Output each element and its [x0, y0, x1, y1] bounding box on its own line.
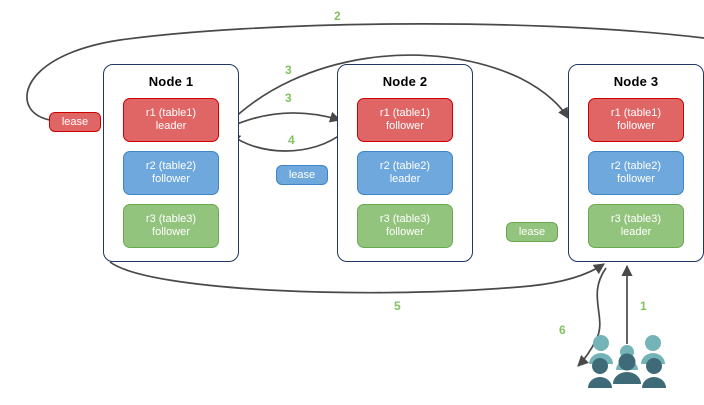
- replica-node2-r1[interactable]: r1 (table1) follower: [357, 98, 453, 142]
- replica-node1-r3[interactable]: r3 (table3) follower: [123, 204, 219, 248]
- replica-name: r3 (table3): [145, 212, 197, 225]
- step-label-3-node2: 3: [285, 91, 292, 105]
- replica-name: r2 (table2): [145, 159, 197, 172]
- replica-node1-r1[interactable]: r1 (table1) leader: [123, 98, 219, 142]
- replica-role: leader: [155, 120, 187, 132]
- lease-badge-table3[interactable]: lease: [506, 222, 558, 242]
- step-label-6: 6: [559, 323, 566, 337]
- replica-name: r1 (table1): [610, 106, 662, 119]
- step-label-1: 1: [640, 299, 647, 313]
- arrow-step-4: [229, 131, 345, 152]
- users-group-icon: [588, 335, 666, 388]
- replica-node2-r2[interactable]: r2 (table2) leader: [357, 151, 453, 195]
- replica-name: r3 (table3): [379, 212, 431, 225]
- replica-role: follower: [152, 173, 190, 185]
- replica-name: r1 (table1): [379, 106, 431, 119]
- node-card-node-2[interactable]: Node 2 r1 (table1) follower r2 (table2) …: [337, 64, 473, 262]
- replica-node3-r1[interactable]: r1 (table1) follower: [588, 98, 684, 142]
- arrow-step-5: [109, 261, 605, 294]
- replica-role: follower: [152, 226, 190, 238]
- replica-node3-r2[interactable]: r2 (table2) follower: [588, 151, 684, 195]
- replica-role: follower: [617, 173, 655, 185]
- step-label-3-node3: 3: [285, 63, 292, 77]
- lease-badge-table1[interactable]: lease: [49, 112, 101, 132]
- replica-name: r2 (table2): [379, 159, 431, 172]
- node-title: Node 1: [148, 74, 194, 89]
- replica-name: r3 (table3): [610, 212, 662, 225]
- replica-name: r1 (table1): [145, 106, 197, 119]
- users-front-row: [588, 353, 666, 388]
- replica-node3-r3[interactable]: r3 (table3) leader: [588, 204, 684, 248]
- replica-role: follower: [386, 120, 424, 132]
- replica-role: leader: [620, 226, 652, 238]
- node-card-node-3[interactable]: Node 3 r1 (table1) follower r2 (table2) …: [568, 64, 704, 262]
- step-label-4: 4: [288, 133, 295, 147]
- step-label-5: 5: [394, 299, 401, 313]
- node-title: Node 2: [382, 74, 428, 89]
- replica-role: follower: [386, 226, 424, 238]
- replica-name: r2 (table2): [610, 159, 662, 172]
- replica-node1-r2[interactable]: r2 (table2) follower: [123, 151, 219, 195]
- arrow-step-3-to-node2: [227, 111, 342, 129]
- step-label-2: 2: [334, 9, 341, 23]
- replica-role: follower: [617, 120, 655, 132]
- replica-role: leader: [389, 173, 421, 185]
- node-card-node-1[interactable]: Node 1 r1 (table1) leader r2 (table2) fo…: [103, 64, 239, 262]
- lease-badge-table2[interactable]: lease: [276, 165, 328, 185]
- node-title: Node 3: [613, 74, 659, 89]
- replica-node2-r3[interactable]: r3 (table3) follower: [357, 204, 453, 248]
